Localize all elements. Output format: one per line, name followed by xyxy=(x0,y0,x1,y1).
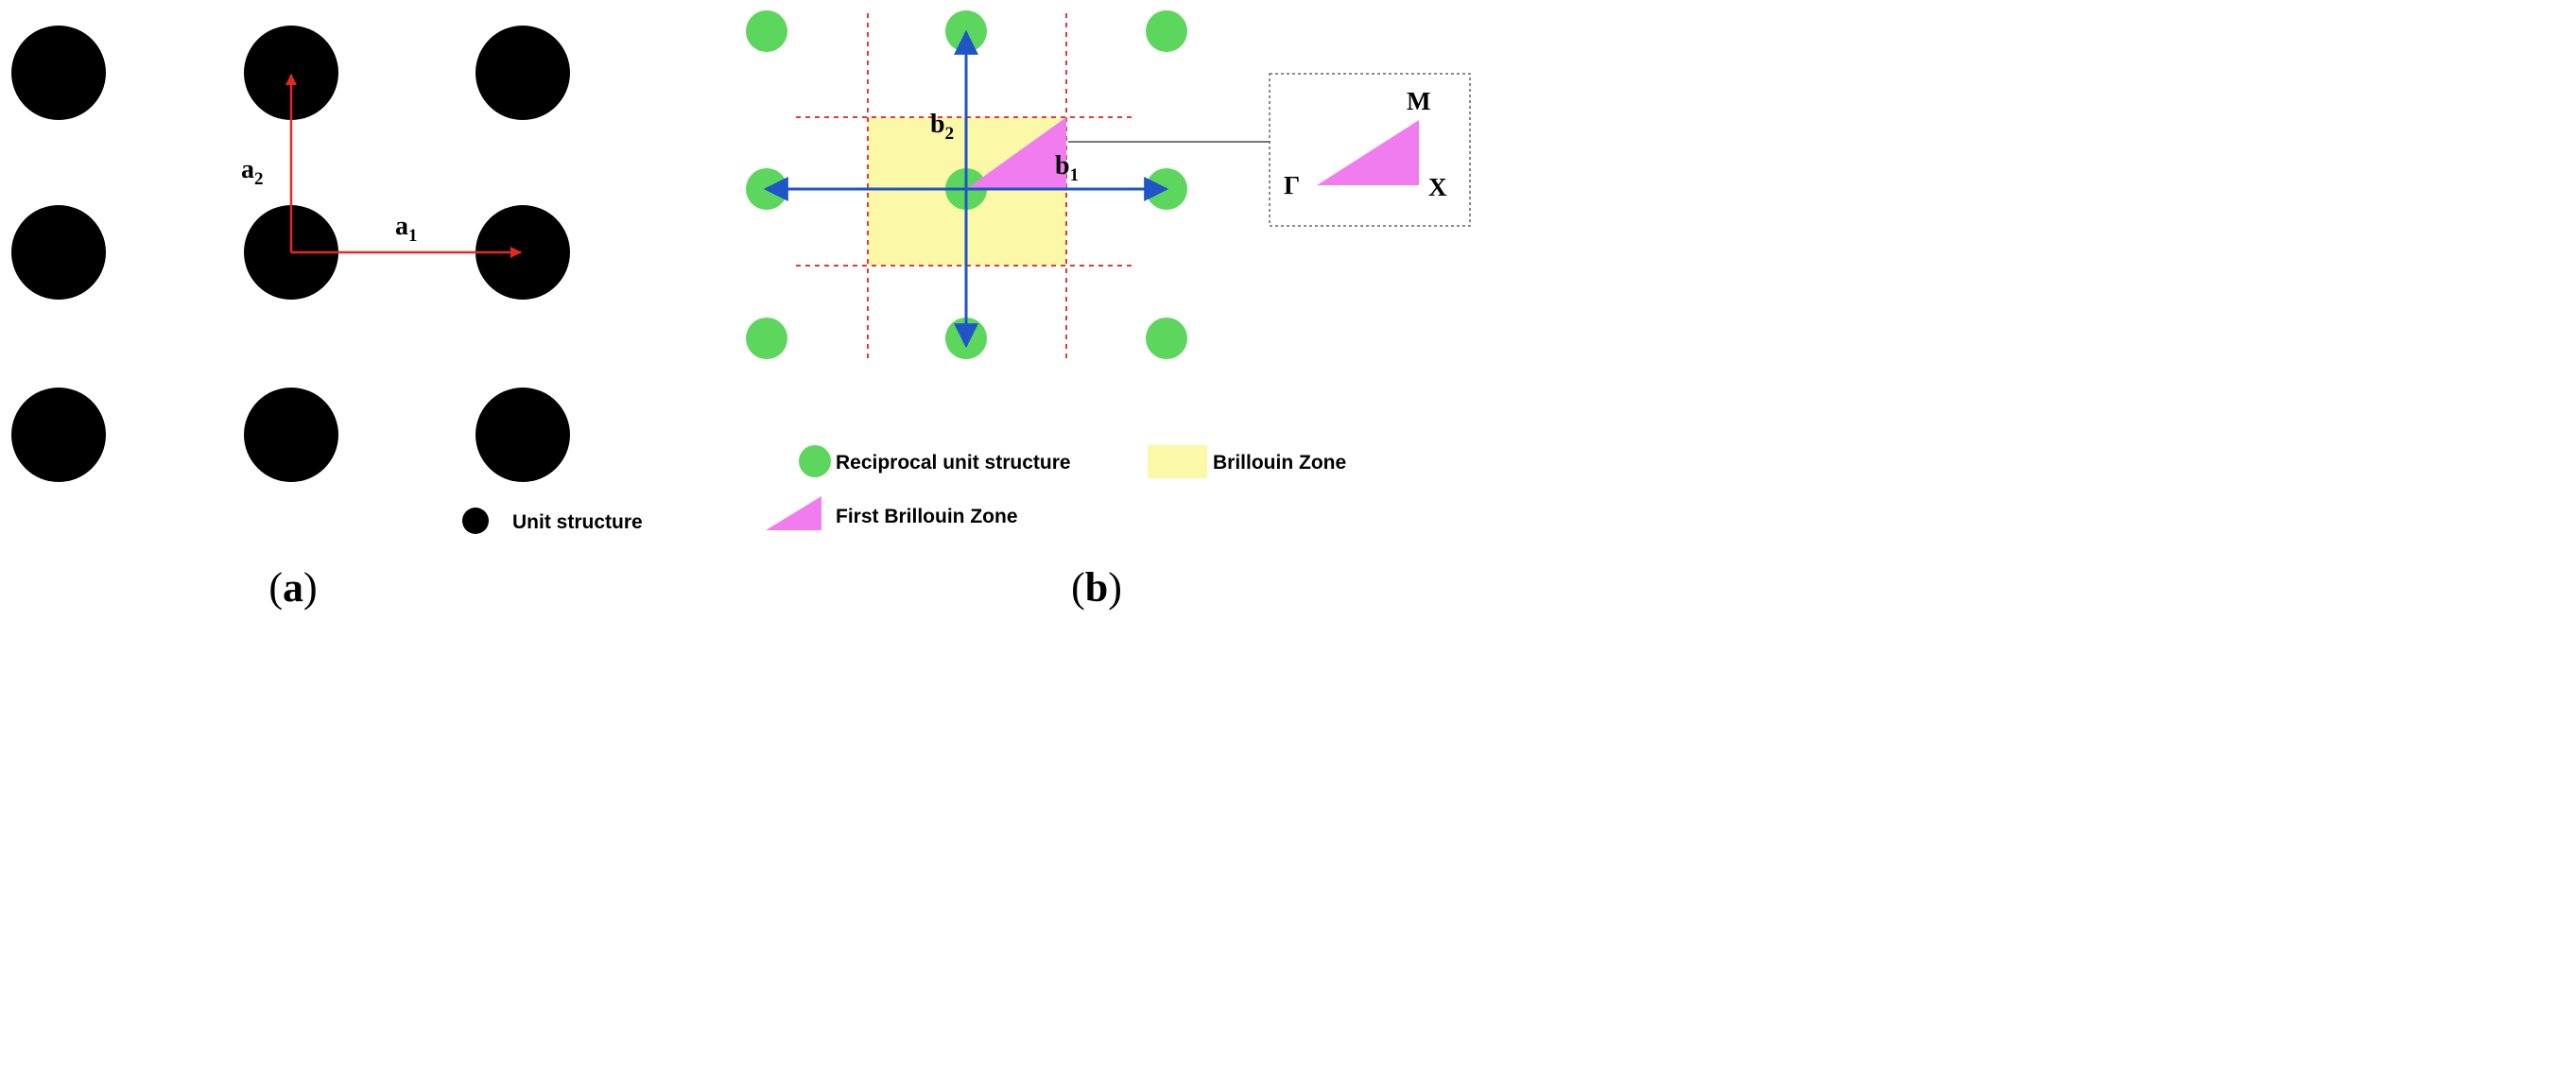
first-brillouin-zone-triangle xyxy=(966,117,1066,189)
vector-a1-label: a1 xyxy=(395,212,418,246)
inset-m-label: M xyxy=(1407,87,1430,115)
legend-brillouin-label: Brillouin Zone xyxy=(1213,452,1346,474)
inset-gamma-label: Γ xyxy=(1284,171,1300,199)
reciprocal-structure-dot xyxy=(746,318,787,359)
panel-a: a1 a2 Unit structure (a) xyxy=(11,26,643,611)
caption-b: (b) xyxy=(1071,564,1122,611)
inset-box xyxy=(1269,73,1471,227)
inset-x-label: X xyxy=(1428,173,1447,201)
unit-structure-dot xyxy=(11,205,106,300)
unit-structure-dot xyxy=(244,26,338,120)
legend-unit-structure-label: Unit structure xyxy=(512,511,643,533)
legend-first-brillouin-swatch xyxy=(766,496,821,530)
unit-structure-dot xyxy=(475,26,570,120)
reciprocal-structure-dot xyxy=(746,10,787,52)
inset-first-brillouin-zone: Γ M X xyxy=(1269,73,1471,227)
reciprocal-vectors xyxy=(763,29,1169,349)
unit-structure-dot xyxy=(475,205,570,300)
legend-reciprocal-label: Reciprocal unit structure xyxy=(836,452,1071,474)
legend-first-brillouin: First Brillouin Zone xyxy=(766,496,1018,530)
legend-unit-structure: Unit structure xyxy=(462,508,643,534)
legend-brillouin: Brillouin Zone xyxy=(1148,445,1346,478)
reciprocal-structure-dot xyxy=(1146,10,1187,52)
unit-structure-dot xyxy=(11,26,106,120)
legend-unit-structure-swatch xyxy=(462,508,489,534)
panel-b: b2 b1 Γ M X Reciprocal unit structure Br… xyxy=(746,10,1471,611)
legend-first-brillouin-label: First Brillouin Zone xyxy=(836,506,1018,527)
vector-b2-label: b2 xyxy=(930,110,954,144)
vector-a2-label: a2 xyxy=(241,155,264,189)
unit-structure-dot xyxy=(244,388,338,482)
reciprocal-structure-dot xyxy=(1146,318,1187,359)
vector-b1-label: b1 xyxy=(1055,151,1079,185)
legend-reciprocal: Reciprocal unit structure xyxy=(799,445,1071,477)
inset-irreducible-triangle xyxy=(1317,120,1419,185)
legend-brillouin-swatch xyxy=(1148,445,1207,478)
caption-a: (a) xyxy=(268,564,317,611)
unit-structure-dot xyxy=(11,388,106,482)
legend-reciprocal-swatch xyxy=(799,445,831,477)
unit-structure-dot xyxy=(475,388,570,482)
real-lattice xyxy=(11,26,570,482)
